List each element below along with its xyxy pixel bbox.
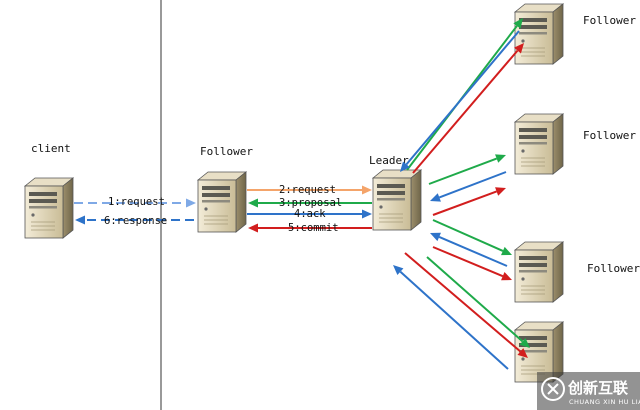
ack-4-label: 4:ack [294, 208, 326, 220]
request-1-label: 1:request [108, 196, 165, 208]
watermark-circle-icon [541, 377, 565, 401]
leader-proposal-uppermid-edge [428, 154, 506, 185]
ack-4-edge [247, 209, 372, 219]
request-2-label: 2:request [279, 184, 336, 196]
leader-commit-top-edge [412, 43, 524, 174]
leader-commit-bottom-edge [404, 252, 528, 358]
follower-main-server-icon [197, 171, 247, 233]
client-label: client [31, 142, 71, 155]
follower-lower-mid-label: Follower [587, 262, 640, 275]
client-response-edge [75, 215, 194, 225]
follower-top-label: Follower [583, 14, 636, 27]
bottom-ack-leader-edge [393, 265, 509, 370]
commit-5-edge [248, 223, 372, 233]
leader-label: Leader [369, 154, 409, 167]
commit-5-label: 5:commit [288, 222, 339, 234]
follower-lower-mid-server-icon [514, 241, 564, 303]
leader-follower-edges [393, 18, 530, 370]
follower-upper-mid-server-icon [514, 113, 564, 175]
leader-proposal-bottom-edge [426, 256, 530, 348]
response-6-label: 6:response [104, 215, 167, 227]
proposal-3-label: 3:proposal [279, 197, 342, 209]
lowermid-ack-leader-edge [430, 232, 508, 267]
request-2-edge [247, 185, 372, 195]
client-request-edge [74, 198, 196, 208]
leader-commit-uppermid-edge [432, 187, 506, 216]
follower-top-server-icon [514, 3, 564, 65]
watermark-title: 创新互联 [567, 379, 629, 397]
watermark-logo: 创新互联 CHUANG XIN HU LIAN [537, 372, 640, 410]
proposal-3-edge [248, 198, 372, 208]
watermark-subtitle: CHUANG XIN HU LIAN [569, 398, 640, 406]
leader-commit-lowermid-edge [432, 246, 512, 281]
follower-main-label: Follower [200, 145, 253, 158]
leader-proposal-lowermid-edge [432, 219, 512, 256]
uppermid-ack-leader-edge [430, 171, 507, 202]
client-server-icon [24, 177, 74, 239]
top-ack-leader-edge [400, 30, 520, 172]
follower-upper-mid-label: Follower [583, 129, 636, 142]
leader-server-icon [372, 169, 422, 231]
